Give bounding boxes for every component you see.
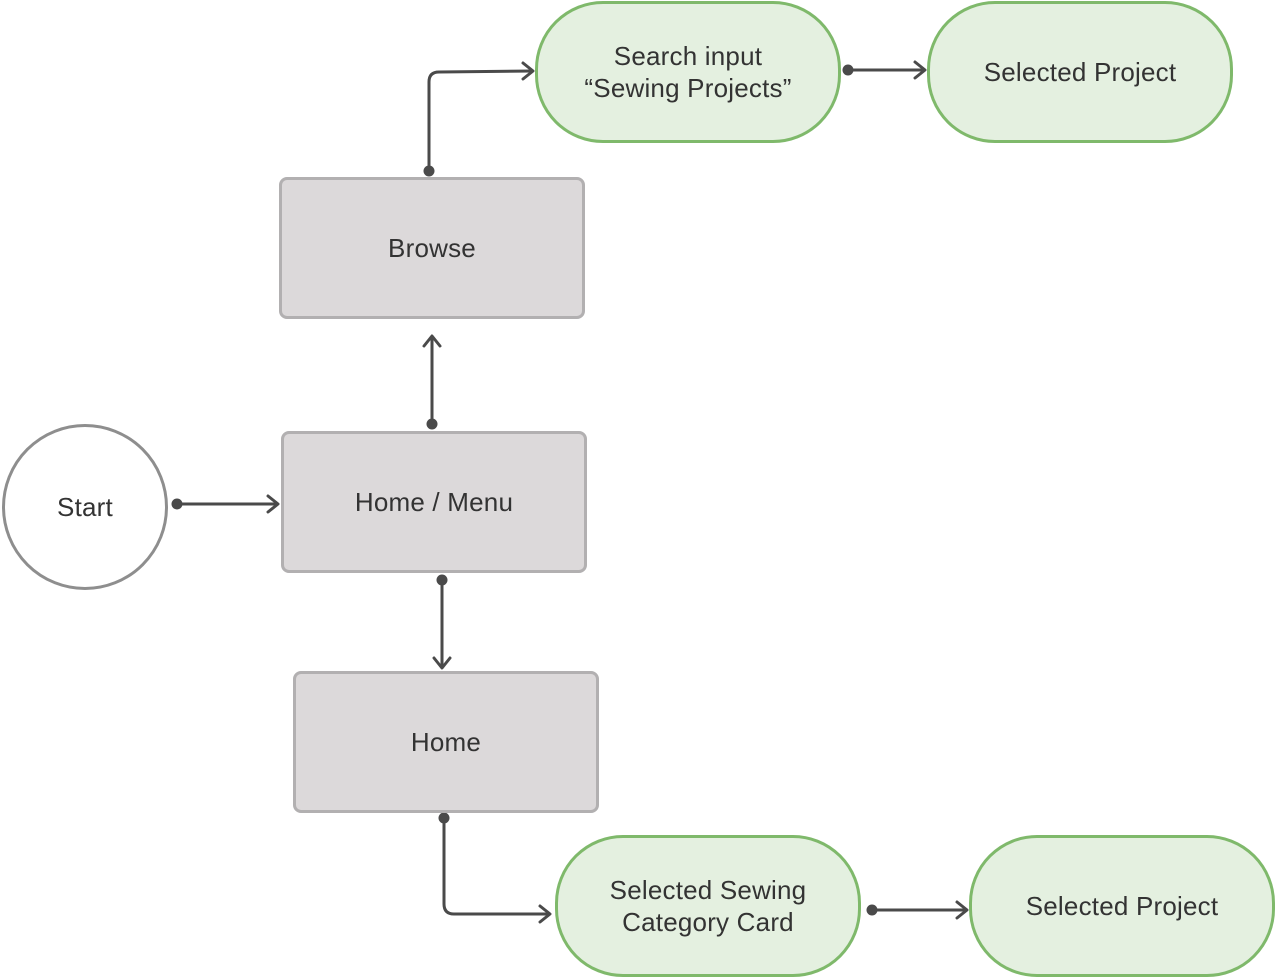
edge-search-to-selected-project [846,60,927,80]
selected-project-top-node: Selected Project [927,1,1233,143]
sewing-category-node: Selected Sewing Category Card [555,835,861,977]
browse-node-label: Browse [388,233,476,263]
connector-dot [171,498,183,510]
browse-node: Browse [279,177,585,319]
connector-dot [866,904,878,916]
edge-home-to-sewing-category [442,816,552,924]
selected-project-bottom-node: Selected Project [969,835,1275,977]
selected-project-bottom-label: Selected Project [1025,891,1219,921]
sewing-category-node-line1: Selected Sewing [609,875,807,905]
search-input-node: Search input “Sewing Projects” [535,1,841,143]
sewing-category-node-line2: Category Card [622,907,794,937]
selected-project-top-label: Selected Project [983,57,1177,87]
search-input-node-line1: Search input [613,41,763,71]
connector-dot [436,574,448,586]
start-node-label: Start [57,492,113,522]
edge-home-menu-to-home [432,578,452,670]
start-node: Start [2,424,168,590]
connector-dot [426,418,438,430]
search-input-node-line2: “Sewing Projects” [584,73,792,103]
home-menu-node-label: Home / Menu [354,487,514,517]
home-node-label: Home [410,727,482,757]
home-node: Home [293,671,599,813]
edge-start-to-home-menu [175,494,280,514]
edge-home-menu-to-browse [422,334,442,426]
home-menu-node: Home / Menu [281,431,587,573]
connector-dot [842,64,854,76]
edge-sewing-category-to-selected-project [870,900,969,920]
edge-browse-to-search-input [427,61,535,173]
connector-dot [423,165,435,177]
connector-dot [438,812,450,824]
